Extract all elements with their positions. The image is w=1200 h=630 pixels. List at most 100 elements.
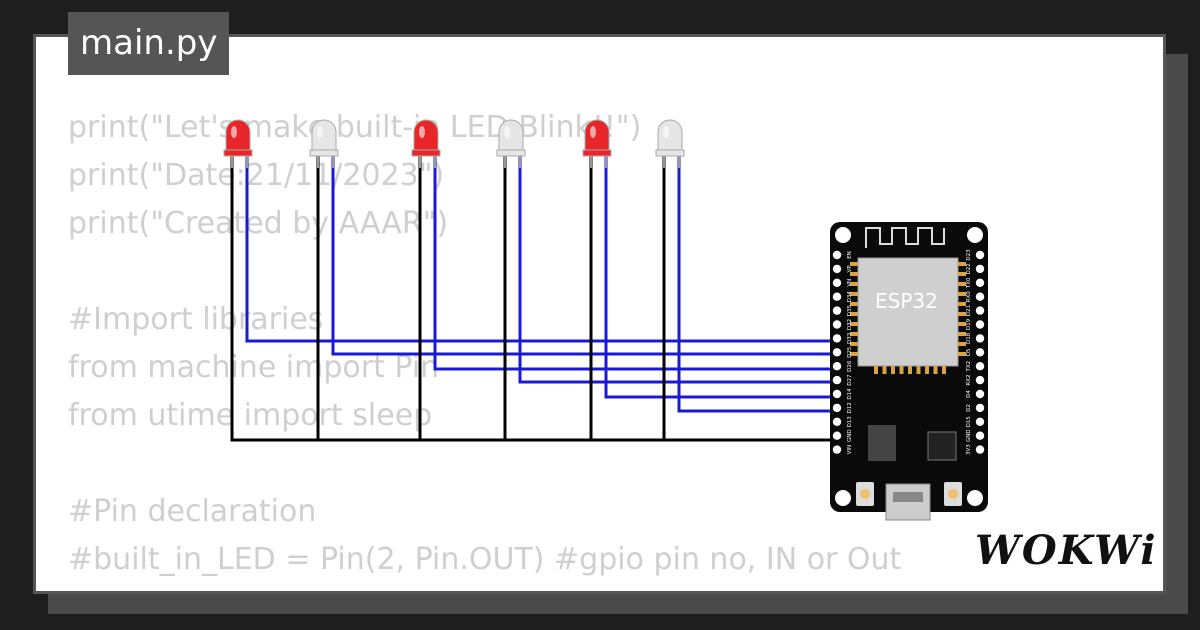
module-pads <box>850 262 966 374</box>
led-5[interactable] <box>582 119 612 168</box>
module-pad <box>899 366 904 374</box>
led-highlight <box>590 126 596 138</box>
led-rim <box>411 149 441 157</box>
pin-hole[interactable] <box>975 348 985 357</box>
pin-hole[interactable] <box>975 445 985 454</box>
pin-label: D19 <box>966 318 972 330</box>
pin-label: D25 <box>847 346 853 358</box>
pin-hole[interactable] <box>975 320 985 329</box>
module-pad <box>850 352 858 356</box>
led-rim <box>582 149 612 157</box>
board-label: ESP32 <box>875 289 938 313</box>
code-line: #Import libraries <box>68 302 324 337</box>
pin-hole[interactable] <box>832 362 842 371</box>
pin-hole[interactable] <box>975 306 985 315</box>
module-pad <box>958 272 966 276</box>
pin-label: D33 <box>847 332 853 344</box>
esp32-board[interactable]: ESP32 ENVPVND34D35D32D33D25D26D27D14D12D… <box>830 222 988 521</box>
led-body <box>584 119 610 153</box>
module-pad <box>850 262 858 266</box>
pin-hole[interactable] <box>832 264 842 274</box>
led-2[interactable] <box>309 119 339 168</box>
pin-hole[interactable] <box>975 292 985 301</box>
code-line: #Pin declaration <box>68 494 317 529</box>
pin-headers: ENVPVND34D35D32D33D25D26D27D14D12D13GNDV… <box>832 249 985 455</box>
signal-wire[interactable] <box>677 155 838 413</box>
module-pad <box>850 302 858 306</box>
pin-label: D2 <box>966 404 972 412</box>
code-editor[interactable]: print("Let's make built-in LED Blink!!")… <box>68 104 901 584</box>
signal-wire[interactable] <box>245 155 838 343</box>
signal-wire[interactable] <box>433 155 838 371</box>
pin-label: D32 <box>847 319 853 330</box>
pin-hole[interactable] <box>832 431 842 440</box>
led-6[interactable] <box>655 119 685 168</box>
pin-hole[interactable] <box>832 320 842 329</box>
pin-label: D21 <box>966 305 972 316</box>
pin-hole[interactable] <box>832 334 842 343</box>
pin-hole[interactable] <box>832 417 842 426</box>
file-tab-main-py[interactable]: main.py <box>68 12 230 75</box>
pin-hole[interactable] <box>832 403 842 413</box>
module-pad <box>925 366 929 374</box>
led-3[interactable] <box>411 119 441 168</box>
led-rim <box>496 149 526 157</box>
pin-hole[interactable] <box>832 306 842 315</box>
pin-hole[interactable] <box>975 264 985 274</box>
pin-hole[interactable] <box>832 389 842 399</box>
led-1[interactable] <box>223 119 253 168</box>
code-line: from machine import Pin <box>68 350 440 385</box>
pin-hole[interactable] <box>975 403 985 413</box>
pin-label: VP <box>847 265 853 273</box>
signal-wire[interactable] <box>604 155 838 399</box>
boot-button-cap <box>860 489 870 499</box>
en-button-cap <box>948 489 958 499</box>
usb-uart-chip <box>927 431 957 461</box>
pin-hole[interactable] <box>975 250 985 260</box>
pin-hole[interactable] <box>832 375 842 385</box>
pin-hole[interactable] <box>975 362 985 371</box>
pin-label: TX2 <box>966 361 972 373</box>
mounting-hole <box>967 227 983 243</box>
pin-label: D14 <box>847 388 853 400</box>
pin-hole[interactable] <box>832 250 842 260</box>
pin-hole[interactable] <box>975 431 985 440</box>
pin-label: D13 <box>847 416 853 428</box>
pin-hole[interactable] <box>832 348 842 357</box>
signal-wire[interactable] <box>518 155 838 384</box>
module-pad <box>882 366 887 374</box>
module-pad <box>933 366 938 374</box>
pin-label: D26 <box>847 360 853 372</box>
module-pad <box>958 312 966 316</box>
pin-label: RX0 <box>966 291 972 303</box>
pin-label: D18 <box>966 332 972 344</box>
voltage-regulator <box>868 425 896 461</box>
led-rim <box>309 149 339 157</box>
module-pad <box>850 272 858 276</box>
led-group <box>223 119 685 168</box>
pin-hole[interactable] <box>832 278 842 287</box>
pin-label: EN <box>847 251 853 259</box>
pin-hole[interactable] <box>832 445 842 454</box>
pin-hole[interactable] <box>975 389 985 399</box>
led-body <box>657 119 683 153</box>
module-pad <box>958 292 966 296</box>
module-pad <box>891 366 895 374</box>
signal-wire[interactable] <box>331 155 838 356</box>
pin-hole[interactable] <box>975 278 985 287</box>
led-4[interactable] <box>496 119 526 168</box>
pin-hole[interactable] <box>975 375 985 385</box>
mounting-hole <box>835 227 851 243</box>
code-line: print("Date:21/11/2023") <box>68 158 445 193</box>
pin-label: D35 <box>847 304 853 316</box>
pin-hole[interactable] <box>975 334 985 343</box>
pin-label: VIN <box>847 445 853 455</box>
module-pad <box>850 312 858 316</box>
led-body <box>413 119 439 153</box>
pin-hole[interactable] <box>975 417 985 426</box>
antenna-trace <box>865 227 945 248</box>
pin-hole[interactable] <box>832 292 842 301</box>
module-pad <box>958 302 966 306</box>
led-highlight <box>419 126 425 138</box>
